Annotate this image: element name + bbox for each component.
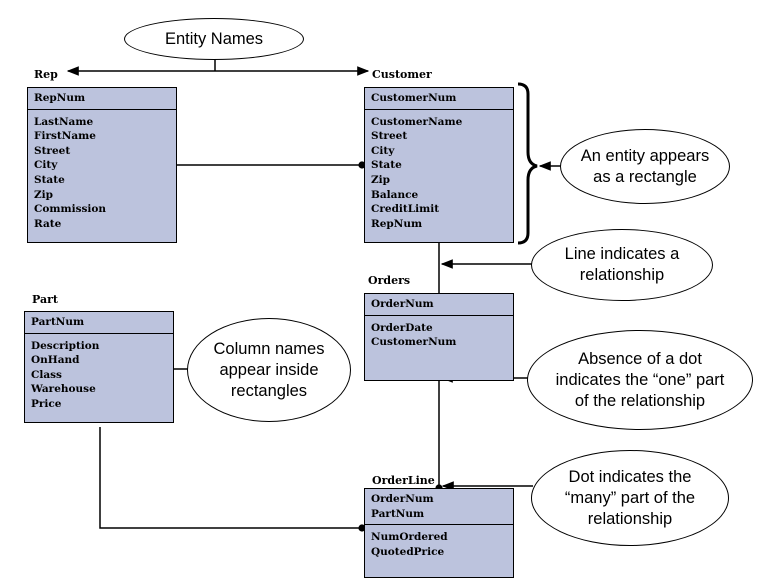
attribute-field: City xyxy=(34,159,58,172)
entity-title-orderline: OrderLine xyxy=(372,474,435,487)
entity-customer: CustomerNum CustomerName Street City Sta… xyxy=(364,87,514,243)
key-field: RepNum xyxy=(34,92,86,104)
entity-orderline: OrderNum PartNum NumOrdered QuotedPrice xyxy=(364,488,514,578)
primary-key-section: CustomerNum xyxy=(365,88,513,110)
callout-line: Dot indicates the xyxy=(568,467,692,486)
attribute-field: CreditLimit xyxy=(371,203,440,216)
primary-key-section: OrderNum PartNum xyxy=(365,489,513,526)
callout-column-names: Column names appear inside rectangles xyxy=(187,318,351,422)
attribute-field: CustomerName xyxy=(371,115,463,128)
entity-rep: RepNum LastName FirstName Street City St… xyxy=(27,87,177,243)
attribute-section: NumOrdered QuotedPrice xyxy=(365,525,513,564)
attribute-field: Zip xyxy=(34,188,53,201)
key-field: PartNum xyxy=(31,316,85,328)
attribute-field: QuotedPrice xyxy=(371,545,445,558)
attribute-field: Warehouse xyxy=(31,383,96,396)
attribute-field: Class xyxy=(31,368,62,381)
primary-key-section: OrderNum xyxy=(365,294,513,316)
attribute-field: Street xyxy=(371,130,408,143)
callout-line: Column names xyxy=(213,339,325,358)
entity-title-customer: Customer xyxy=(372,68,432,81)
attribute-field: State xyxy=(371,159,402,172)
callout-absence-of-dot: Absence of a dot indicates the “one” par… xyxy=(527,330,753,430)
many-dot xyxy=(358,161,366,169)
entity-title-part: Part xyxy=(32,293,58,306)
key-field: CustomerNum xyxy=(371,92,457,104)
entity-title-orders: Orders xyxy=(368,274,411,287)
attribute-field: CustomerNum xyxy=(371,336,457,349)
attribute-field: OnHand xyxy=(31,354,80,367)
attribute-section: CustomerName Street City State Zip Balan… xyxy=(365,110,513,237)
callout-line: indicates the “one” part xyxy=(555,370,725,389)
attribute-field: Description xyxy=(31,339,100,352)
callout-line: appear inside xyxy=(219,360,319,379)
key-field: OrderNum xyxy=(371,493,434,505)
entity-orders: OrderNum OrderDate CustomerNum xyxy=(364,293,514,381)
callout-entity-names: Entity Names xyxy=(124,18,304,60)
callout-line: of the relationship xyxy=(574,391,706,410)
entity-title-rep: Rep xyxy=(34,68,58,81)
primary-key-section: RepNum xyxy=(28,88,176,110)
attribute-field: Balance xyxy=(371,188,419,201)
attribute-field: Street xyxy=(34,144,71,157)
many-dot xyxy=(358,524,366,532)
entity-part: PartNum Description OnHand Class Warehou… xyxy=(24,311,174,423)
callout-line: An entity appears xyxy=(580,146,710,165)
customer-brace xyxy=(517,82,538,245)
attribute-field: Rate xyxy=(34,217,62,230)
attribute-field: Commission xyxy=(34,203,107,216)
callout-line: Entity Names xyxy=(164,29,264,48)
callout-entity-rectangle: An entity appears as a rectangle xyxy=(560,129,730,204)
callout-line: relationship xyxy=(587,509,673,528)
attribute-section: LastName FirstName Street City State Zip… xyxy=(28,110,176,237)
callout-line: as a rectangle xyxy=(593,167,697,186)
key-field: PartNum xyxy=(371,507,425,520)
callout-line-relationship: Line indicates a relationship xyxy=(531,229,713,301)
attribute-field: OrderDate xyxy=(371,321,433,334)
attribute-field: State xyxy=(34,173,65,186)
primary-key-section: PartNum xyxy=(25,312,173,334)
callout-line: Absence of a dot xyxy=(578,349,702,368)
attribute-section: OrderDate CustomerNum xyxy=(365,316,513,355)
key-field: OrderNum xyxy=(371,298,434,310)
attribute-field: NumOrdered xyxy=(371,531,448,544)
attribute-field: LastName xyxy=(34,115,94,128)
callout-dot-many: Dot indicates the “many” part of the rel… xyxy=(531,450,729,546)
attribute-field: Price xyxy=(31,397,62,410)
callout-line: Line indicates a xyxy=(564,245,680,263)
attribute-section: Description OnHand Class Warehouse Price xyxy=(25,334,173,417)
attribute-field: City xyxy=(371,144,395,157)
callout-line: relationship xyxy=(579,266,665,284)
attribute-field: FirstName xyxy=(34,130,96,143)
callout-line: “many” part of the xyxy=(564,488,696,507)
attribute-field: Zip xyxy=(371,173,390,186)
part-orderline-line xyxy=(99,427,362,529)
attribute-field: RepNum xyxy=(371,217,423,230)
callout-line: rectangles xyxy=(230,381,308,400)
